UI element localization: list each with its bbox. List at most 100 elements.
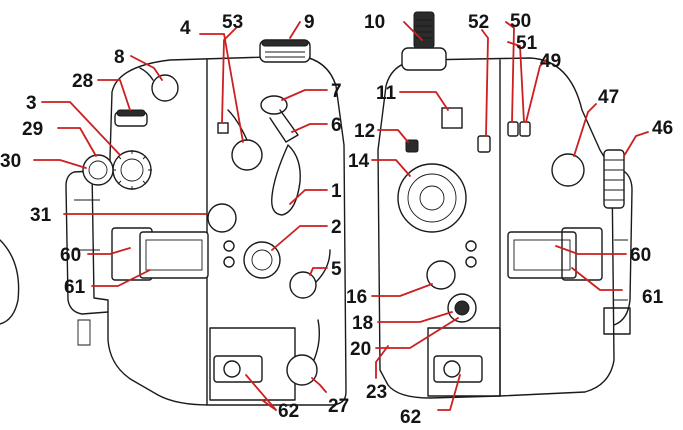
left-latch-screw-1 xyxy=(223,240,235,252)
leader-27 xyxy=(311,377,327,393)
left-latch-inner xyxy=(145,239,203,271)
leader-28 xyxy=(97,79,131,111)
leader-49 xyxy=(525,59,547,123)
callout-7: 7 xyxy=(331,81,342,102)
leader-23 xyxy=(375,345,389,379)
leader-18 xyxy=(377,311,453,323)
callout-labels: 1 2 3 4 5 6 7 8 9 10 11 12 14 16 18 20 2… xyxy=(0,11,673,428)
left-housing-body xyxy=(91,55,347,406)
leader-5 xyxy=(309,267,328,276)
button-31 xyxy=(207,203,237,233)
callout-62-left: 62 xyxy=(278,401,299,422)
callout-20: 20 xyxy=(350,339,371,360)
knob-2-inner xyxy=(251,249,273,271)
callout-53: 53 xyxy=(222,12,243,33)
front-left-view xyxy=(65,39,347,406)
callout-11: 11 xyxy=(376,83,397,104)
knob-28-cap xyxy=(116,109,146,117)
left-latch-screw-2 xyxy=(223,256,235,268)
leader-62b xyxy=(437,374,461,411)
dial-3-inner xyxy=(120,158,144,182)
callout-28: 28 xyxy=(72,71,93,92)
left-latch-60 xyxy=(139,231,209,279)
callout-8: 8 xyxy=(114,47,125,68)
leader-10 xyxy=(403,21,423,41)
leader-60b xyxy=(555,245,627,255)
callout-30: 30 xyxy=(0,151,21,172)
callout-60-left: 60 xyxy=(60,245,81,266)
callout-12: 12 xyxy=(354,121,375,142)
leader-3 xyxy=(41,101,121,156)
leader-60a xyxy=(87,247,131,255)
lever-8-arm xyxy=(139,67,154,81)
leader-7 xyxy=(281,89,328,101)
leader-30 xyxy=(33,159,87,169)
leader-14 xyxy=(371,159,411,177)
right-slot-hole xyxy=(443,360,461,378)
right-side-flange xyxy=(611,169,633,326)
leader-53 xyxy=(221,27,237,124)
lever-1 xyxy=(271,144,301,216)
leader-47 xyxy=(573,103,597,157)
leader-61a xyxy=(91,269,151,287)
callout-9: 9 xyxy=(304,12,315,33)
lever-6 xyxy=(269,109,299,143)
leader-12 xyxy=(377,129,409,143)
callout-50: 50 xyxy=(510,11,531,32)
knob-2 xyxy=(243,241,281,279)
top-knob-9-cap xyxy=(261,39,309,47)
callout-60-right: 60 xyxy=(630,245,651,266)
leader-11 xyxy=(399,91,449,111)
button-12 xyxy=(405,139,419,153)
lever-4-arm xyxy=(227,109,248,141)
item-52 xyxy=(477,135,491,153)
button-16 xyxy=(426,260,456,290)
callout-16: 16 xyxy=(346,287,367,308)
button-7 xyxy=(260,95,288,115)
lever-5 xyxy=(289,271,317,299)
knob-46 xyxy=(603,149,625,209)
lever-8 xyxy=(151,74,179,102)
item-50 xyxy=(507,121,519,137)
leader-8 xyxy=(130,55,163,81)
callout-61-left: 61 xyxy=(64,277,86,298)
leader-6 xyxy=(291,123,328,133)
leader-29 xyxy=(57,127,97,157)
callout-61-right: 61 xyxy=(642,287,664,308)
left-side-flange xyxy=(65,169,109,315)
lever-47 xyxy=(551,153,585,187)
ring-29 xyxy=(82,154,114,186)
callout-23: 23 xyxy=(366,382,387,403)
item-51 xyxy=(519,121,531,137)
leader-9 xyxy=(289,21,301,39)
dial-14-hub xyxy=(419,185,445,211)
ring-29-inner xyxy=(88,160,108,180)
leader-2 xyxy=(271,225,328,251)
top-knob-10 xyxy=(401,47,447,71)
callout-62-right: 62 xyxy=(400,407,421,428)
callout-51: 51 xyxy=(516,33,538,54)
right-flange-block xyxy=(603,307,631,335)
callout-6: 6 xyxy=(331,115,342,136)
left-slot-hole xyxy=(223,360,241,378)
leader-4 xyxy=(199,33,244,143)
lever-27-arm xyxy=(313,319,321,361)
callout-3: 3 xyxy=(26,93,37,114)
leader-lines xyxy=(33,21,649,411)
leader-1 xyxy=(289,189,328,205)
button-53 xyxy=(217,122,229,134)
right-latch-screw-1 xyxy=(465,240,477,252)
leader-61b xyxy=(571,267,623,291)
callout-47: 47 xyxy=(598,87,619,108)
block-11 xyxy=(441,107,463,129)
leader-46 xyxy=(623,131,649,157)
callout-46: 46 xyxy=(652,118,673,139)
callout-14: 14 xyxy=(348,151,370,172)
leader-50 xyxy=(505,21,515,123)
right-latch-60 xyxy=(507,231,577,279)
callout-2: 2 xyxy=(331,217,342,238)
top-stem-10 xyxy=(413,11,435,49)
leader-62a xyxy=(245,374,277,411)
lever-4 xyxy=(231,139,263,171)
edge-lens-port xyxy=(0,239,20,325)
